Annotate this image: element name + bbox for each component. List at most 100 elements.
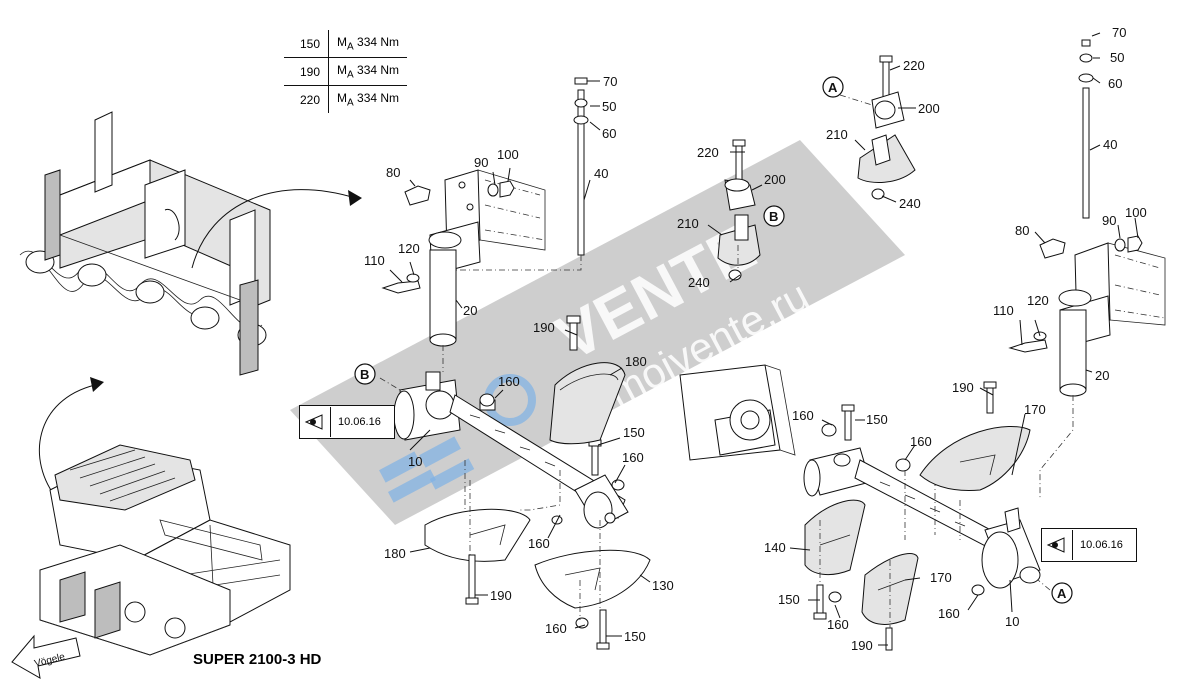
torque-subscript: A: [347, 97, 354, 109]
vogele-logo: Vögele: [11, 634, 81, 679]
ref-box-right: 10.06.16: [1041, 528, 1137, 562]
label-150-right-bottom: 150: [778, 592, 800, 607]
label-150-left: 150: [623, 425, 645, 440]
left-auger-blades: [424, 362, 651, 650]
label-200-middle: 200: [764, 172, 786, 187]
torque-subscript: A: [347, 69, 354, 81]
callout-a-top: A: [822, 76, 844, 98]
label-60-right: 60: [1108, 76, 1122, 91]
label-190-bottom-left: 190: [490, 588, 512, 603]
ref-box-left-text: 10.06.16: [338, 416, 381, 428]
ref-box-right-text: 10.06.16: [1080, 539, 1123, 551]
torque-pos: 190: [284, 57, 329, 86]
label-160-collar: 160: [622, 450, 644, 465]
label-190-right: 190: [952, 380, 974, 395]
leader-lines: [389, 32, 1139, 646]
right-auger-shaft: [803, 404, 1041, 589]
part-labels: 70 50 60 40 80 90 100 110 120 20 190 180…: [364, 25, 1147, 653]
overview-arrow-left: [38, 384, 96, 501]
label-160-right-mid: 160: [910, 434, 932, 449]
callout-b-left-text: B: [360, 367, 369, 382]
label-50-right: 50: [1110, 50, 1124, 65]
arrow-head-left: [90, 377, 104, 392]
torque-symbol: M: [337, 90, 347, 105]
label-160-right-top: 160: [792, 408, 814, 423]
label-180-bottom: 180: [384, 546, 406, 561]
label-130: 130: [652, 578, 674, 593]
torque-symbol: M: [337, 34, 347, 49]
callout-b-left: B: [354, 363, 376, 385]
label-160-right-end: 160: [938, 606, 960, 621]
label-90-right: 90: [1102, 213, 1116, 228]
label-170-top: 170: [1024, 402, 1046, 417]
callout-a-bottom-text: A: [1057, 586, 1067, 601]
label-70-right: 70: [1112, 25, 1126, 40]
watermark-logo-mark: [379, 436, 475, 503]
label-50: 50: [602, 99, 616, 114]
top-right-hanger-group: [839, 55, 916, 200]
label-240-top-right: 240: [899, 196, 921, 211]
torque-row: 220 MA 334 Nm: [284, 85, 408, 113]
callout-a-bottom: A: [1051, 582, 1073, 604]
label-190-right-bottom: 190: [851, 638, 873, 653]
torque-row: 150 MA 334 Nm: [284, 30, 407, 58]
label-160-lower: 160: [545, 621, 567, 636]
callout-b-left-leader: [379, 377, 401, 391]
overview-auger-assembly: [19, 111, 271, 376]
label-80-right: 80: [1015, 223, 1029, 238]
right-bracket-group: [1008, 39, 1166, 500]
label-110: 110: [364, 253, 385, 268]
label-150-right-top: 150: [866, 412, 888, 427]
torque-value: 334 Nm: [357, 34, 400, 49]
model-title: SUPER 2100-3 HD: [193, 651, 322, 668]
callout-b-mid: B: [763, 205, 785, 227]
eye-icon: [300, 407, 331, 437]
arrow-head-top: [348, 190, 362, 206]
machine-paver-illustration: [39, 444, 291, 656]
torque-value-cell: MA 334 Nm: [328, 57, 408, 86]
label-210-top-right: 210: [826, 127, 848, 142]
torque-subscript: A: [347, 41, 354, 53]
torque-value: 334 Nm: [357, 62, 400, 77]
label-150-lower: 150: [624, 629, 646, 644]
callout-a-top-text: A: [828, 80, 838, 95]
torque-table: 150 MA 334 Nm 190 MA 334 Nm 220 MA 334 N…: [284, 30, 408, 113]
label-110-right: 110: [993, 303, 1014, 318]
label-100: 100: [497, 147, 519, 162]
left-bracket-group: [381, 77, 589, 372]
callout-a-bottom-leader: [1037, 579, 1051, 591]
torque-row: 190 MA 334 Nm: [284, 57, 408, 86]
torque-pos: 220: [284, 85, 329, 113]
label-40: 40: [594, 166, 608, 181]
callout-b-mid-text: B: [769, 209, 778, 224]
center-gearbox: [679, 364, 796, 461]
label-10-right: 10: [1005, 614, 1019, 629]
label-160-left: 160: [498, 374, 520, 389]
eye-icon: [1042, 530, 1073, 560]
middle-hanger-group: [717, 139, 761, 281]
label-20-right: 20: [1095, 368, 1109, 383]
label-160-right-bottom: 160: [827, 617, 849, 632]
label-60: 60: [602, 126, 616, 141]
label-70: 70: [603, 74, 617, 89]
label-190-top-left: 190: [533, 320, 555, 335]
right-auger-blades: [804, 381, 1031, 651]
torque-value: 334 Nm: [357, 90, 400, 105]
label-240-middle: 240: [688, 275, 710, 290]
label-90: 90: [474, 155, 488, 170]
label-20: 20: [463, 303, 477, 318]
label-200-top-right: 200: [918, 101, 940, 116]
torque-value-cell: MA 334 Nm: [328, 85, 408, 113]
label-220-top-right: 220: [903, 58, 925, 73]
label-220-middle: 220: [697, 145, 719, 160]
label-100-right: 100: [1125, 205, 1147, 220]
label-180-top: 180: [625, 354, 647, 369]
label-120-right: 120: [1027, 293, 1049, 308]
ref-box-left: 10.06.16: [299, 405, 395, 439]
left-auger-shaft: [393, 315, 629, 529]
label-140: 140: [764, 540, 786, 555]
torque-symbol: M: [337, 62, 347, 77]
label-10-left: 10: [408, 454, 422, 469]
